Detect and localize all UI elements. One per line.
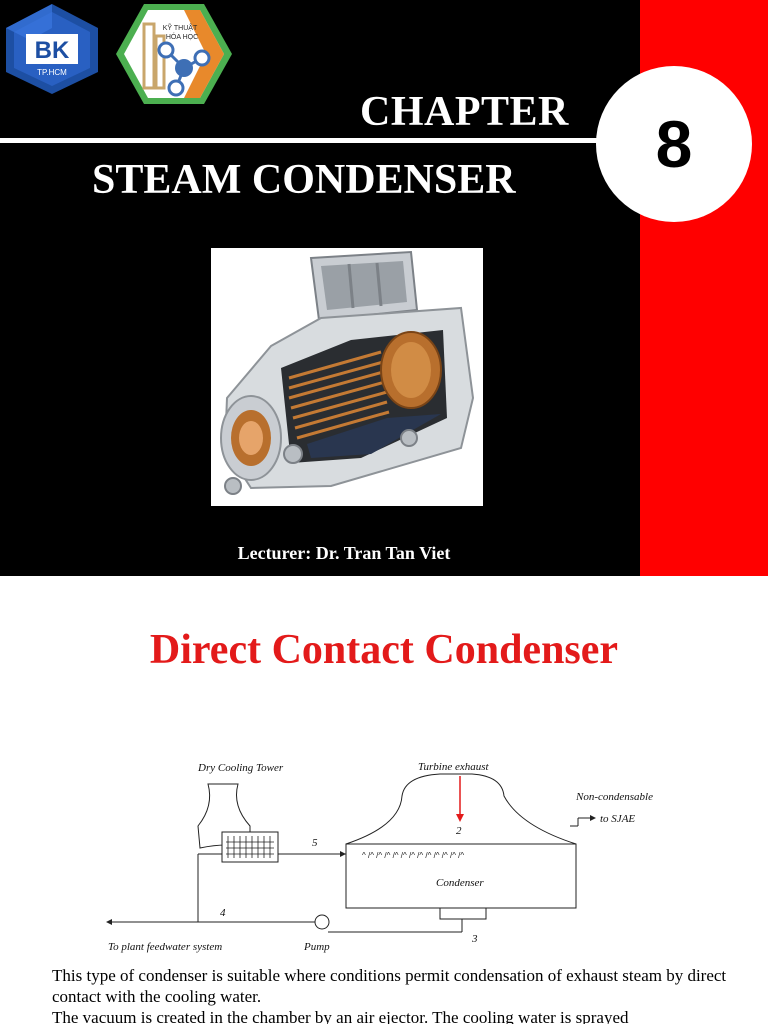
chapter-number: 8 (655, 107, 693, 181)
condenser-illustration (211, 248, 483, 506)
title-slide: BK TP.HCM KỸ THUẬT HÓA HỌC CHAPTER 8 STE… (0, 0, 768, 576)
direct-contact-condenser-diagram: Dry Cooling Tower ^ /^ /^ /^ /^ /^ /^ /^… (106, 761, 653, 953)
kt-logo-line2: HÓA HỌC (166, 32, 198, 41)
content-slide: Direct Contact Condenser Dry Cooling Tow… (0, 576, 768, 1024)
point-3-label: 3 (471, 933, 478, 945)
body-text: This type of condenser is suitable where… (52, 965, 732, 1024)
pump-label: Pump (303, 941, 330, 953)
paragraph-2: The vacuum is created in the chamber by … (52, 1008, 629, 1024)
point-2-label: 2 (456, 825, 462, 837)
turbine-exhaust-label: Turbine exhaust (418, 761, 490, 773)
to-plant-feedwater-label: To plant feedwater system (108, 941, 222, 953)
lecturer-line: Lecturer: Dr. Tran Tan Viet (237, 543, 451, 563)
bk-logo-subtext: TP.HCM (37, 68, 67, 77)
slide-title: STEAM CONDENSER (92, 157, 516, 203)
pump-icon (314, 914, 330, 930)
point-4-label: 4 (220, 907, 226, 919)
svg-text:^ /^ /^ /^ /^ /^ /^ /^ /^ /^ /: ^ /^ /^ /^ /^ /^ /^ /^ /^ /^ /^ /^ /^ (362, 851, 464, 860)
bk-university-logo: BK TP.HCM (6, 4, 98, 94)
condenser-label: Condenser (436, 877, 484, 889)
dry-cooling-tower-label: Dry Cooling Tower (197, 762, 284, 774)
divider-line (0, 138, 640, 143)
to-sjae-label: to SJAE (600, 813, 635, 825)
point-5-label: 5 (312, 837, 318, 849)
bk-logo-text: BK (35, 37, 70, 64)
condenser-vessel (345, 843, 577, 909)
heat-exchanger-box (221, 831, 279, 863)
kt-logo-line1: KỸ THUẬT (163, 23, 198, 32)
chapter-label: CHAPTER (360, 89, 569, 135)
slide-heading: Direct Contact Condenser (149, 627, 619, 673)
chapter-number-badge: 8 (596, 66, 752, 222)
paragraph-1: This type of condenser is suitable where… (52, 966, 727, 1006)
non-condensable-label: Non-condensable (575, 791, 653, 803)
chemical-engineering-logo: KỸ THUẬT HÓA HỌC (116, 4, 232, 104)
